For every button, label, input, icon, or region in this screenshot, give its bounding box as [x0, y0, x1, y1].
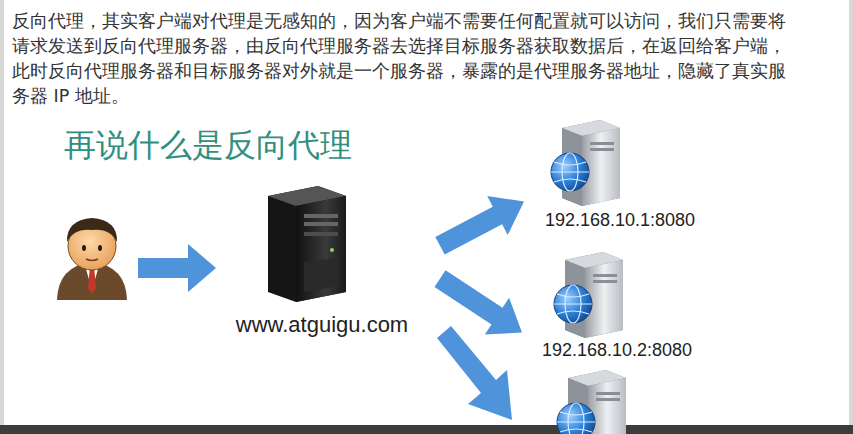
- server-address: 192.168.10.2:8080: [542, 340, 692, 361]
- block-arrow: [138, 244, 216, 292]
- block-arrow: [437, 326, 512, 420]
- server-node: 192.168.10.2:8080: [528, 252, 706, 364]
- server-address: 192.168.10.1:8080: [545, 210, 695, 231]
- block-arrow: [435, 270, 523, 334]
- server-node: www.atguigu.com: [212, 180, 432, 341]
- client-person: [57, 218, 127, 300]
- slide-title: 再说什么是反向代理: [64, 124, 352, 168]
- block-arrow: [435, 196, 524, 255]
- server-address: www.atguigu.com: [236, 312, 408, 338]
- server-node: 192.168.10.1:8080: [530, 118, 710, 234]
- description-paragraph: 反向代理，其实客户端对代理是无感知的，因为客户端不需要任何配置就可以访问，我们只…: [12, 9, 788, 109]
- proxy-server-icon: [268, 186, 346, 302]
